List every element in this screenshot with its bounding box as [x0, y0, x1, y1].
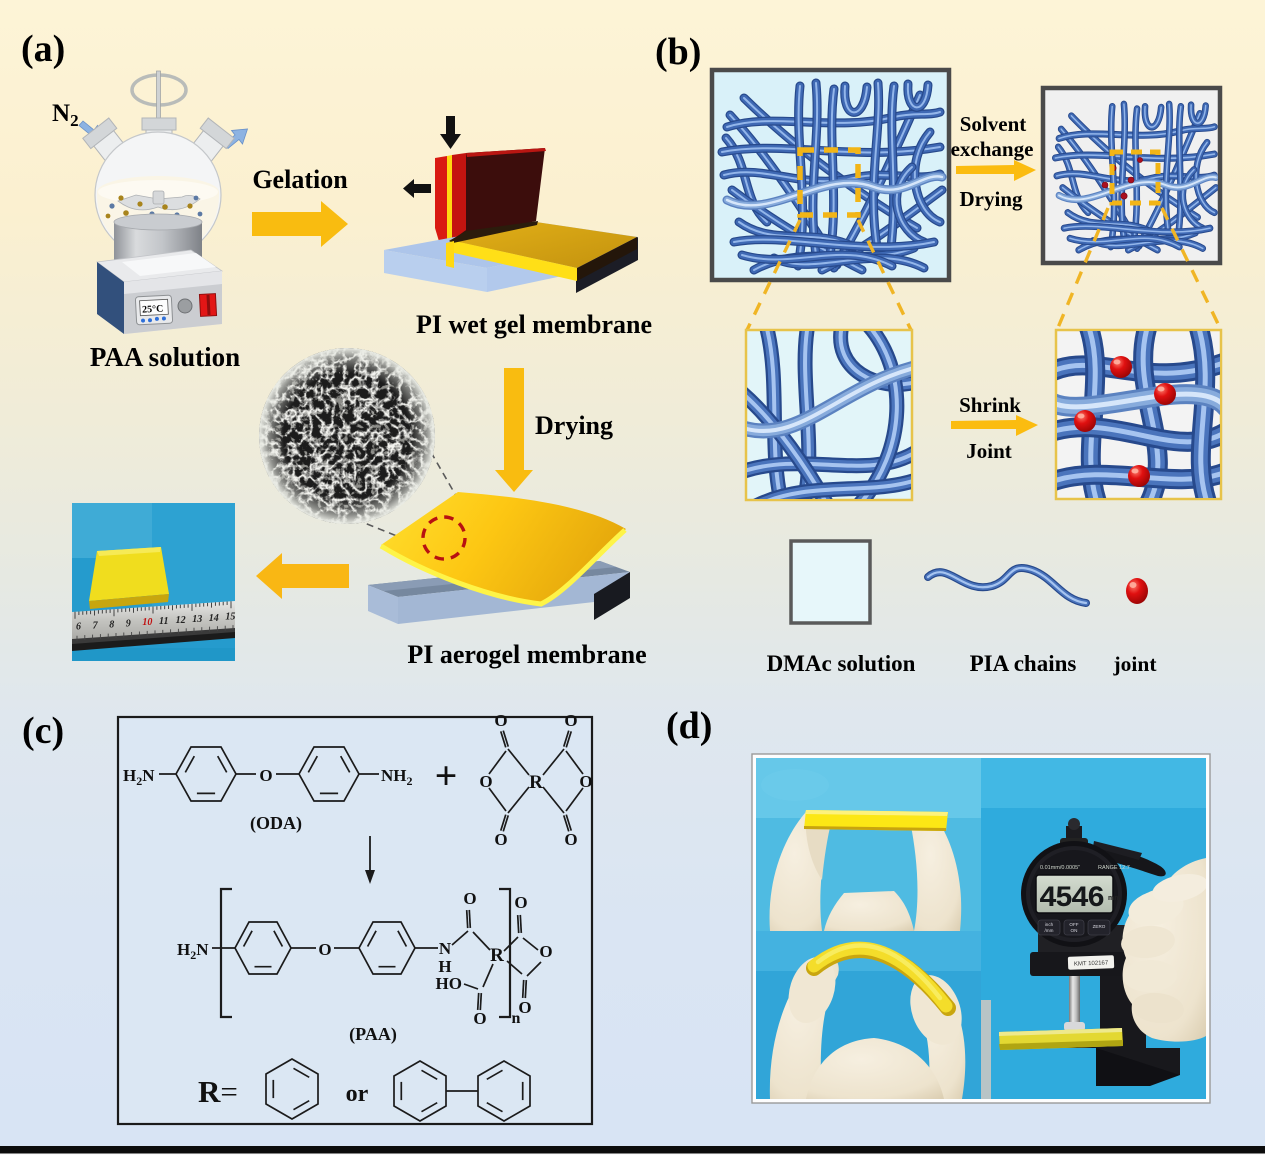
svg-text:H2N: H2N [177, 940, 209, 962]
svg-text:Drying: Drying [960, 187, 1024, 211]
svg-text:H: H [438, 957, 451, 976]
svg-text:O: O [564, 711, 577, 730]
svg-text:ON: ON [1071, 928, 1078, 933]
svg-text:Gelation: Gelation [252, 165, 348, 194]
svg-text:O: O [494, 830, 507, 849]
svg-text:DMAc solution: DMAc solution [767, 651, 916, 676]
svg-text:or: or [346, 1081, 369, 1107]
svg-text:O: O [518, 998, 531, 1017]
svg-text:25°C: 25°C [142, 304, 164, 316]
svg-text:R=: R= [198, 1074, 238, 1109]
svg-text:13: 13 [192, 614, 202, 625]
svg-text:O: O [259, 766, 272, 785]
svg-text:PIA chains: PIA chains [970, 651, 1077, 676]
svg-text:(d): (d) [666, 705, 712, 747]
svg-text:O: O [579, 772, 592, 791]
svg-text:NH2: NH2 [381, 766, 413, 788]
svg-text:exchange: exchange [951, 137, 1034, 161]
svg-text:O: O [494, 711, 507, 730]
svg-text:10: 10 [142, 617, 152, 628]
svg-text:R: R [490, 945, 504, 966]
svg-text:n: n [512, 1010, 521, 1027]
svg-text:(PAA): (PAA) [349, 1024, 397, 1045]
svg-text:+: + [435, 753, 458, 798]
svg-text:KMT 102167: KMT 102167 [1074, 960, 1109, 967]
svg-text:OFF: OFF [1069, 922, 1078, 927]
svg-text:O: O [473, 1009, 486, 1028]
svg-text:Joint: Joint [966, 439, 1012, 463]
svg-text:0.01mm/0.0005": 0.01mm/0.0005" [1040, 865, 1080, 871]
svg-text:O: O [539, 942, 552, 961]
svg-text:Drying: Drying [535, 411, 613, 440]
svg-text:RANGE 12.7: RANGE 12.7 [1098, 865, 1130, 871]
svg-text:(b): (b) [655, 31, 701, 73]
svg-text:Solvent: Solvent [960, 112, 1027, 136]
svg-text:7: 7 [93, 621, 99, 632]
svg-text:ZERO: ZERO [1093, 924, 1106, 929]
svg-text:O: O [318, 940, 331, 959]
svg-text:R: R [529, 772, 543, 793]
svg-text:11: 11 [159, 616, 168, 627]
svg-text:(ODA): (ODA) [250, 813, 302, 834]
svg-text:HO: HO [436, 974, 462, 993]
svg-text:O: O [479, 772, 492, 791]
svg-text:O: O [514, 893, 527, 912]
svg-text:H2N: H2N [123, 766, 155, 788]
svg-text:4546: 4546 [1039, 882, 1104, 916]
svg-text:8: 8 [109, 620, 114, 631]
svg-text:(c): (c) [22, 710, 64, 752]
svg-text:(a): (a) [21, 28, 65, 70]
svg-text:PAA solution: PAA solution [90, 342, 240, 372]
svg-text:N: N [439, 939, 452, 958]
svg-text:inch: inch [1045, 922, 1054, 927]
svg-text:Shrink: Shrink [959, 393, 1021, 417]
svg-text:joint: joint [1113, 652, 1158, 676]
svg-text:12: 12 [176, 615, 186, 626]
svg-text:9: 9 [126, 618, 131, 629]
svg-text:14: 14 [209, 613, 219, 624]
svg-text:O: O [564, 830, 577, 849]
svg-text:/mm: /mm [1045, 928, 1054, 933]
svg-text:PI aerogel membrane: PI aerogel membrane [407, 640, 646, 669]
svg-text:mm: mm [1108, 895, 1120, 902]
svg-text:PI wet gel membrane: PI wet gel membrane [416, 310, 652, 339]
svg-text:O: O [463, 889, 476, 908]
svg-text:15: 15 [225, 612, 235, 623]
svg-text:6: 6 [76, 622, 81, 633]
